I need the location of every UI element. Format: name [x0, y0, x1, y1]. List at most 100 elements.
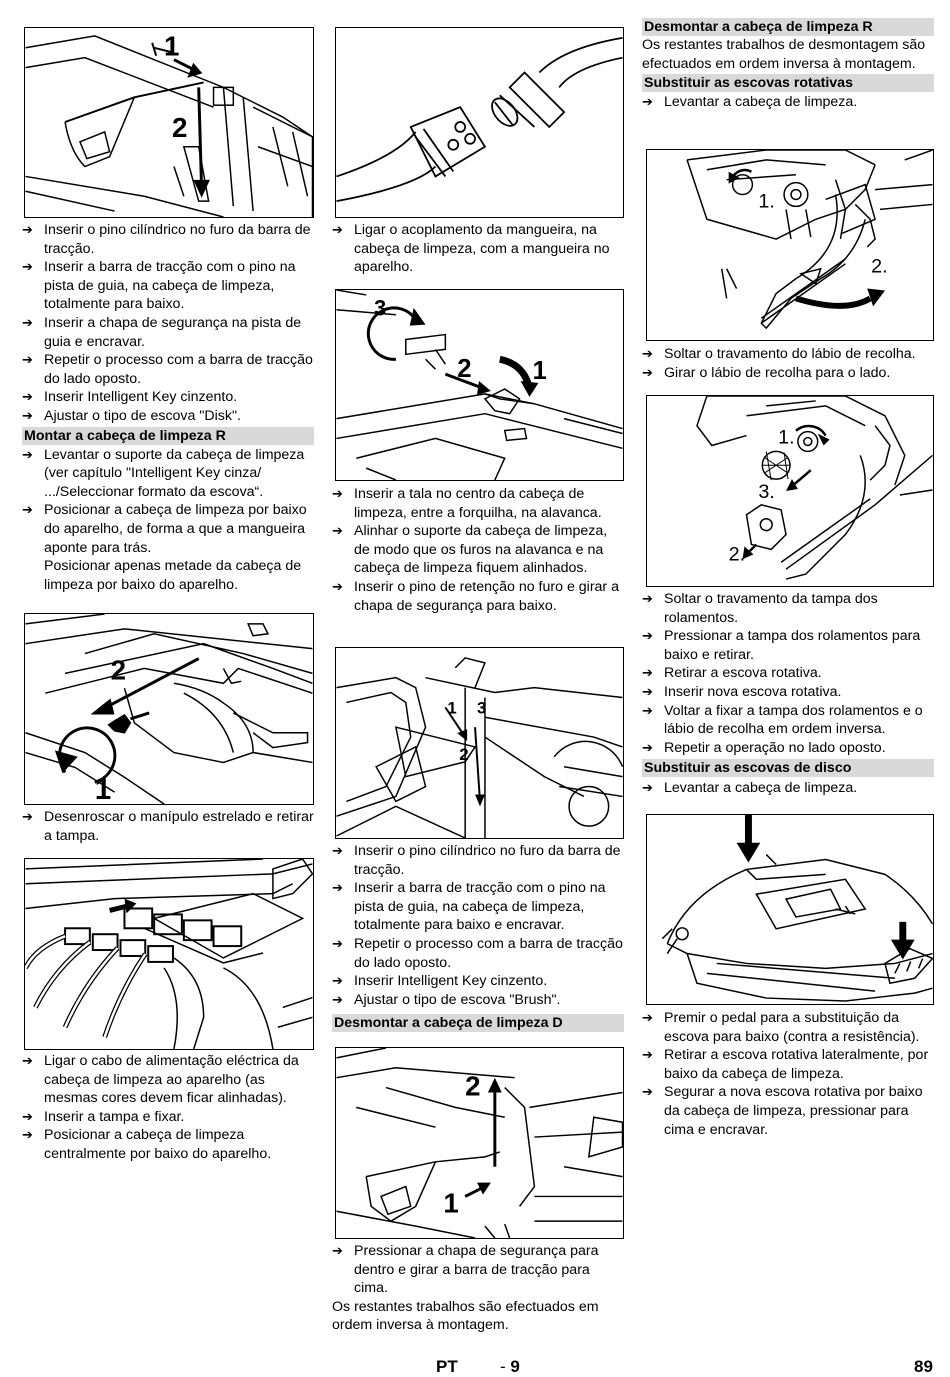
paragraph: Os restantes trabalhos são efectuados em…: [332, 1298, 599, 1334]
step-item: ➔Desenroscar o manípulo estrelado e reti…: [22, 809, 314, 844]
figure-label: 1.: [758, 190, 775, 212]
section-heading: Substituir as escovas rotativas: [642, 74, 934, 93]
step-note: Posicionar apenas metade da cabeça de li…: [44, 558, 302, 593]
step-item: ➔Alinhar o suporte da cabeça de limpeza,…: [332, 523, 608, 577]
figure-label: 2: [111, 654, 126, 685]
figure-hose-coupling: [335, 27, 624, 218]
arrow-right-icon: ➔: [22, 389, 33, 405]
arrow-right-icon: ➔: [22, 259, 33, 275]
step-item: ➔Retirar a escova rotativa lateralmente,…: [642, 1047, 929, 1082]
arrow-right-icon: ➔: [642, 1047, 653, 1063]
arrow-right-icon: ➔: [22, 446, 33, 462]
figure-label: 1: [443, 1187, 458, 1218]
figure-drawbar-drawing: 1 2: [25, 31, 313, 217]
figure-drawbar-brush-drawing: 1 3 2: [336, 657, 623, 838]
figure-label: 2: [459, 745, 468, 764]
step-item: ➔Pressionar a tampa dos rolamentos para …: [642, 628, 921, 663]
arrow-right-icon: ➔: [332, 486, 343, 501]
arrow-right-icon: ➔: [642, 94, 653, 110]
arrow-right-icon: ➔: [642, 364, 653, 380]
arrow-right-icon: ➔: [22, 502, 33, 518]
figure-power-cable: [24, 858, 314, 1050]
step-item: ➔Soltar o travamento do lábio de recolha…: [642, 346, 916, 362]
steps-block: ➔Soltar o travamento da tampa dos rolame…: [642, 590, 934, 798]
step-item: ➔Inserir a barra de tracção com o pino n…: [332, 880, 606, 934]
figure-label: 2: [457, 355, 471, 383]
steps-block: ➔Inserir o pino cilíndrico no furo da ba…: [332, 842, 624, 1033]
step-item: ➔Ajustar o tipo de escova "Disk".: [22, 407, 241, 424]
steps-block: Desmontar a cabeça de limpeza R Os resta…: [642, 18, 934, 112]
figure-label: 1: [447, 698, 456, 717]
steps-block: ➔Ligar o acoplamento da mangueira, na ca…: [332, 221, 624, 277]
paragraph: Os restantes trabalhos de desmontagem sã…: [642, 37, 926, 72]
figure-star-knob-drawing: 2 1: [25, 614, 313, 804]
arrow-right-icon: ➔: [22, 809, 33, 824]
step-item: ➔Inserir a chapa de segurança na pista d…: [22, 314, 302, 350]
arrow-right-icon: ➔: [22, 407, 33, 423]
steps-block: ➔Desenroscar o manípulo estrelado e reti…: [22, 808, 314, 845]
arrow-right-icon: ➔: [332, 222, 343, 237]
figure-label: 3.: [758, 481, 775, 503]
step-item: ➔Voltar a fixar a tampa dos rolamentos e…: [642, 702, 923, 738]
step-item: ➔Pressionar a chapa de segurança para de…: [332, 1243, 599, 1297]
arrow-right-icon: ➔: [332, 578, 343, 594]
arrow-right-icon: ➔: [642, 628, 653, 644]
step-item: ➔Inserir a tampa e fixar.: [22, 1108, 185, 1125]
step-item: ➔Ligar o cabo de alimentação eléctrica d…: [22, 1053, 299, 1107]
figure-dismount-drawbar: 2 1: [335, 1047, 624, 1239]
step-item: ➔Inserir o pino cilíndrico no furo da ba…: [22, 222, 311, 257]
arrow-right-icon: ➔: [332, 843, 343, 858]
figure-label: 2.: [729, 543, 746, 565]
step-item: ➔Ajustar o tipo de escova "Brush".: [332, 991, 561, 1008]
section-heading: Substituir as escovas de disco: [642, 759, 934, 778]
figure-drawbar-brush: 1 3 2: [335, 647, 624, 839]
step-item: ➔Posicionar a cabeça de limpeza por baix…: [22, 501, 314, 594]
arrow-right-icon: ➔: [642, 1084, 653, 1100]
step-item: ➔Inserir nova escova rotativa.: [642, 683, 842, 700]
step-item: ➔Repetir o processo com a barra de tracç…: [332, 935, 623, 971]
figure-label: 1: [532, 357, 546, 385]
arrow-right-icon: ➔: [642, 739, 653, 755]
step-item: ➔Soltar o travamento da tampa dos rolame…: [642, 591, 878, 626]
steps-block: ➔Inserir a tala no centro da cabeça de l…: [332, 485, 624, 615]
step-item: ➔Retirar a escova rotativa.: [642, 665, 822, 682]
figure-lever-bracket: 3 2 1: [335, 289, 624, 481]
arrow-right-icon: ➔: [332, 991, 343, 1007]
section-heading: Desmontar a cabeça de limpeza R: [642, 18, 934, 36]
arrow-right-icon: ➔: [22, 1053, 33, 1068]
step-item: ➔Inserir a tala no centro da cabeça de l…: [332, 486, 602, 521]
steps-block: ➔Soltar o travamento do lábio de recolha…: [642, 345, 934, 382]
arrow-right-icon: ➔: [22, 314, 33, 330]
section-heading: Montar a cabeça de limpeza R: [22, 426, 314, 445]
arrow-right-icon: ➔: [332, 973, 343, 989]
arrow-right-icon: ➔: [332, 523, 343, 539]
arrow-right-icon: ➔: [642, 346, 653, 361]
step-item: ➔Inserir o pino de retenção no furo e gi…: [332, 578, 619, 614]
figure-label: 2: [465, 1071, 480, 1102]
arrow-right-icon: ➔: [642, 665, 653, 681]
figure-hose-coupling-drawing: [336, 37, 623, 203]
arrow-right-icon: ➔: [22, 352, 33, 368]
step-item: ➔Inserir Intelligent Key cinzento.: [332, 973, 548, 990]
step-item: ➔Ligar o acoplamento da mangueira, na ca…: [332, 222, 610, 276]
step-item: ➔Repetir a operação no lado oposto.: [642, 739, 886, 756]
figure-label: 1.: [778, 427, 795, 449]
figure-label: 1: [164, 31, 179, 62]
arrow-right-icon: ➔: [22, 1127, 33, 1143]
step-item: ➔Levantar a cabeça de limpeza.: [642, 94, 858, 111]
step-item: ➔Inserir Intelligent Key cinzento.: [22, 389, 238, 406]
step-item: ➔Repetir o processo com a barra de tracç…: [22, 352, 313, 387]
footer-local-page: - 9: [500, 1357, 520, 1376]
step-item: ➔Premir o pedal para a substituição da e…: [642, 1010, 920, 1045]
step-item: ➔Segurar a nova escova rotativa por baix…: [642, 1084, 923, 1138]
step-item: ➔Girar o lábio de recolha para o lado.: [642, 364, 891, 381]
steps-block: ➔Ligar o cabo de alimentação eléctrica d…: [22, 1052, 314, 1164]
arrow-right-icon: ➔: [22, 222, 33, 237]
section-heading: Desmontar a cabeça de limpeza D: [332, 1014, 624, 1033]
arrow-right-icon: ➔: [642, 591, 653, 606]
figure-squeegee-lip-drawing: 1. 2.: [686, 150, 933, 330]
arrow-right-icon: ➔: [642, 1010, 653, 1025]
figure-power-cable-drawing: [25, 859, 313, 1049]
figure-bearing-cover-drawing: 1. 3. 2.: [696, 396, 933, 580]
step-item: ➔Inserir a barra de tracção com o pino n…: [22, 259, 296, 313]
